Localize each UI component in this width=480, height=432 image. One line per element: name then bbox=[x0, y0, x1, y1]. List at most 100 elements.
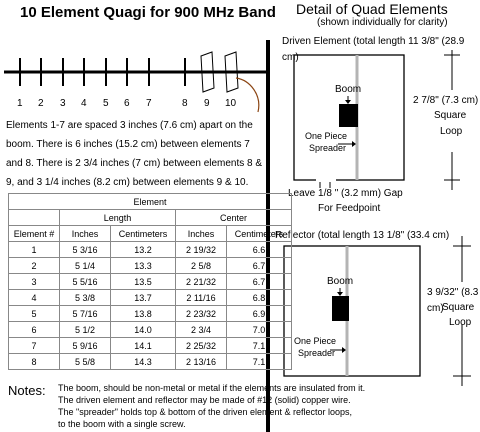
feedline bbox=[235, 77, 260, 113]
element-number-label: 9 bbox=[204, 98, 210, 109]
table-column-header-row: Element # Inches Centimeters Inches Cent… bbox=[8, 225, 292, 242]
table-cell: 13.8 bbox=[110, 305, 176, 322]
table-subheader-row: Length Center bbox=[8, 209, 292, 226]
reflector-spreader-label-2: Spreader bbox=[298, 348, 336, 358]
table-cell: 2 13/16 bbox=[175, 353, 227, 370]
table-cell: 13.7 bbox=[110, 289, 176, 306]
table-cell: 6.7 bbox=[226, 257, 292, 274]
table-cell: 13.5 bbox=[110, 273, 176, 290]
table-cell: 14.1 bbox=[110, 337, 176, 354]
reflector-boom bbox=[332, 296, 349, 321]
table-cell: 5 7/16 bbox=[59, 305, 111, 322]
table-cell: 2 11/16 bbox=[175, 289, 227, 306]
table-cell: 8 bbox=[8, 353, 60, 370]
driven-size-1: 2 7/8" (7.3 cm) bbox=[413, 95, 479, 106]
element-number-label: 3 bbox=[60, 98, 66, 109]
table-cell: 5 9/16 bbox=[59, 337, 111, 354]
driven-loop bbox=[293, 54, 405, 181]
feed-gap-label-2: For Feedpoint bbox=[318, 203, 381, 214]
driven-boom-label: Boom bbox=[335, 84, 362, 95]
table-cell: 2 25/32 bbox=[175, 337, 227, 354]
driven-caption: Driven Element (total length 11 3/8" (28… bbox=[282, 36, 465, 63]
table-cell: 7.1 bbox=[226, 353, 292, 370]
table-cell: 5 1/2 bbox=[59, 321, 111, 338]
table-cell: 2 23/32 bbox=[175, 305, 227, 322]
table-cell: 6.8 bbox=[226, 289, 292, 306]
table-cell: 14.0 bbox=[110, 321, 176, 338]
element-number-label: 8 bbox=[182, 98, 188, 109]
table-cell: 6.6 bbox=[226, 241, 292, 258]
element-number-label: 1 bbox=[17, 98, 23, 109]
col-header: Centimeters bbox=[110, 225, 176, 242]
element-number-label: 6 bbox=[124, 98, 130, 109]
note-line: to the boom with a single screw. bbox=[58, 419, 186, 429]
reflector-size-3: Loop bbox=[449, 317, 472, 328]
table-cell: 6 bbox=[8, 321, 60, 338]
col-header: Centimeters bbox=[226, 225, 292, 242]
table-cell: 2 bbox=[8, 257, 60, 274]
reflector-boom-label: Boom bbox=[327, 276, 354, 287]
element-number-label: 5 bbox=[103, 98, 109, 109]
element-number-label: 7 bbox=[146, 98, 152, 109]
table-cell: 2 3/4 bbox=[175, 321, 227, 338]
note-line: The "spreader" holds top & bottom of the… bbox=[58, 407, 353, 417]
driven-size-2: Square bbox=[434, 110, 467, 121]
notes-text: The boom, should be non-metal or metal i… bbox=[58, 382, 478, 430]
table-cell: 5 3/16 bbox=[59, 241, 111, 258]
table-length-header: Length bbox=[59, 209, 176, 226]
table-cell: 14.3 bbox=[110, 353, 176, 370]
reflector-spreader-label-1: One Piece bbox=[294, 336, 337, 346]
notes-label: Notes: bbox=[8, 383, 46, 398]
table-cell: 5 1/4 bbox=[59, 257, 111, 274]
element-number-label: 2 bbox=[38, 98, 44, 109]
table-cell: 2 5/8 bbox=[175, 257, 227, 274]
driven-spreader-label-1: One Piece bbox=[305, 131, 348, 141]
reflector-caption: Reflector (total length 13 1/8" (33.4 cm… bbox=[275, 230, 450, 241]
note-line: The driven element and reflector may be … bbox=[58, 395, 351, 405]
element-lines bbox=[19, 58, 186, 86]
table-cell: 5 bbox=[8, 305, 60, 322]
table-cell: 6.7 bbox=[226, 273, 292, 290]
detail-title: Detail of Quad Elements bbox=[296, 1, 448, 17]
note-line: The boom, should be non-metal or metal i… bbox=[58, 383, 366, 393]
table-cell: 5 5/8 bbox=[59, 353, 111, 370]
reflector-quad bbox=[224, 51, 239, 93]
element-number-label: 4 bbox=[81, 98, 87, 109]
table-cell: 3 bbox=[8, 273, 60, 290]
driven-size-3: Loop bbox=[440, 126, 463, 137]
table-center-header: Center bbox=[175, 209, 292, 226]
reflector-size-1: 3 9/32" (8.3 cm) bbox=[427, 287, 479, 314]
table-cell: 7 bbox=[8, 337, 60, 354]
reflector-size-2: Square bbox=[442, 302, 475, 313]
driven-boom bbox=[339, 104, 358, 127]
table-cell: 6.9 bbox=[226, 305, 292, 322]
element-number-label: 10 bbox=[225, 98, 237, 109]
col-header: Element # bbox=[8, 225, 60, 242]
feed-gap-label-1: Leave 1/8 " (3.2 mm) Gap bbox=[288, 188, 403, 199]
table-cell: 7.1 bbox=[226, 337, 292, 354]
page-title: 10 Element Quagi for 900 MHz Band bbox=[20, 4, 276, 21]
table-cell: 5 3/8 bbox=[59, 289, 111, 306]
col-header: Inches bbox=[175, 225, 227, 242]
element-dimension-table: Element Length Center Element # Inches C… bbox=[8, 193, 292, 370]
table-cell: 1 bbox=[8, 241, 60, 258]
col-header: Inches bbox=[59, 225, 111, 242]
table-group-header-row: Element bbox=[8, 193, 292, 210]
table-cell: 13.2 bbox=[110, 241, 176, 258]
driven-element-quad bbox=[200, 51, 215, 93]
table-group-header: Element bbox=[8, 193, 292, 210]
table-cell: 4 bbox=[8, 289, 60, 306]
table-cell: 5 5/16 bbox=[59, 273, 111, 290]
spacing-description: Elements 1-7 are spaced 3 inches (7.6 cm… bbox=[6, 120, 263, 188]
table-blank-header bbox=[8, 209, 60, 226]
